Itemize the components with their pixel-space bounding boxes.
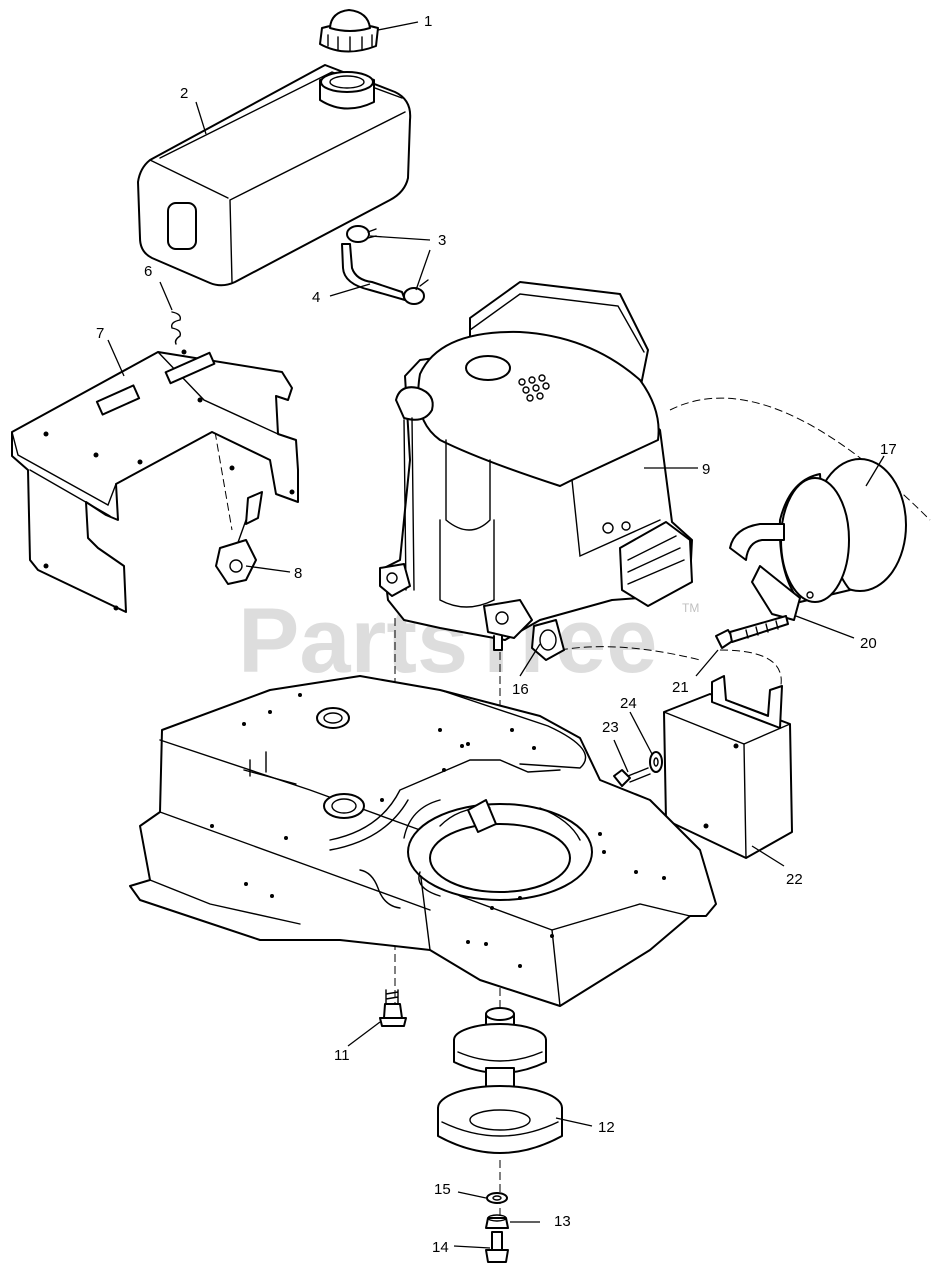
washer[interactable] <box>649 751 663 773</box>
callout-21[interactable]: 21 <box>672 679 689 696</box>
screw[interactable] <box>613 767 651 787</box>
callout-4[interactable]: 4 <box>312 289 320 306</box>
spring-clip[interactable] <box>170 311 182 345</box>
callout-12[interactable]: 12 <box>598 1119 615 1136</box>
fuel-hose[interactable] <box>341 243 406 301</box>
engine[interactable] <box>379 281 693 651</box>
callout-16[interactable]: 16 <box>512 681 529 698</box>
callout-11[interactable]: 11 <box>334 1047 350 1064</box>
callout-22[interactable]: 22 <box>786 871 803 888</box>
leader-lines <box>107 21 885 1249</box>
exhaust-gasket[interactable] <box>531 619 565 661</box>
callouts: 1 2 3 4 6 7 8 9 11 12 13 14 15 16 17 20 … <box>96 13 897 1256</box>
vent-holes <box>518 374 550 402</box>
hose-clamp-upper[interactable] <box>346 225 377 243</box>
callout-20[interactable]: 20 <box>860 635 877 652</box>
callout-3[interactable]: 3 <box>438 232 446 249</box>
callout-2[interactable]: 2 <box>180 85 188 102</box>
pulley-assembly[interactable] <box>437 1007 563 1154</box>
callout-7[interactable]: 7 <box>96 325 104 342</box>
control-bracket[interactable] <box>11 349 299 613</box>
shield-box[interactable] <box>663 675 793 859</box>
mount-bolt[interactable] <box>379 989 407 1027</box>
callout-6[interactable]: 6 <box>144 263 152 280</box>
hex-bolt[interactable] <box>715 615 789 649</box>
muffler[interactable] <box>729 458 907 603</box>
callout-17[interactable]: 17 <box>880 441 897 458</box>
callout-24[interactable]: 24 <box>620 695 637 712</box>
callout-23[interactable]: 23 <box>602 719 619 736</box>
callout-8[interactable]: 8 <box>294 565 302 582</box>
cap-screw[interactable] <box>485 1231 509 1263</box>
fuel-tank[interactable] <box>137 64 412 287</box>
hose-clamp-lower[interactable] <box>403 279 429 305</box>
callout-1[interactable]: 1 <box>424 13 432 30</box>
fuel-cap[interactable] <box>319 9 379 53</box>
callout-15[interactable]: 15 <box>434 1181 451 1198</box>
callout-9[interactable]: 9 <box>702 461 710 478</box>
watermark-trademark: TM <box>682 601 699 615</box>
callout-13[interactable]: 13 <box>554 1213 571 1230</box>
lock-nut[interactable] <box>485 1214 509 1229</box>
throttle-control[interactable] <box>215 491 263 585</box>
chassis-frame <box>129 675 717 1007</box>
flat-washer[interactable] <box>486 1192 508 1204</box>
callout-14[interactable]: 14 <box>432 1239 449 1256</box>
